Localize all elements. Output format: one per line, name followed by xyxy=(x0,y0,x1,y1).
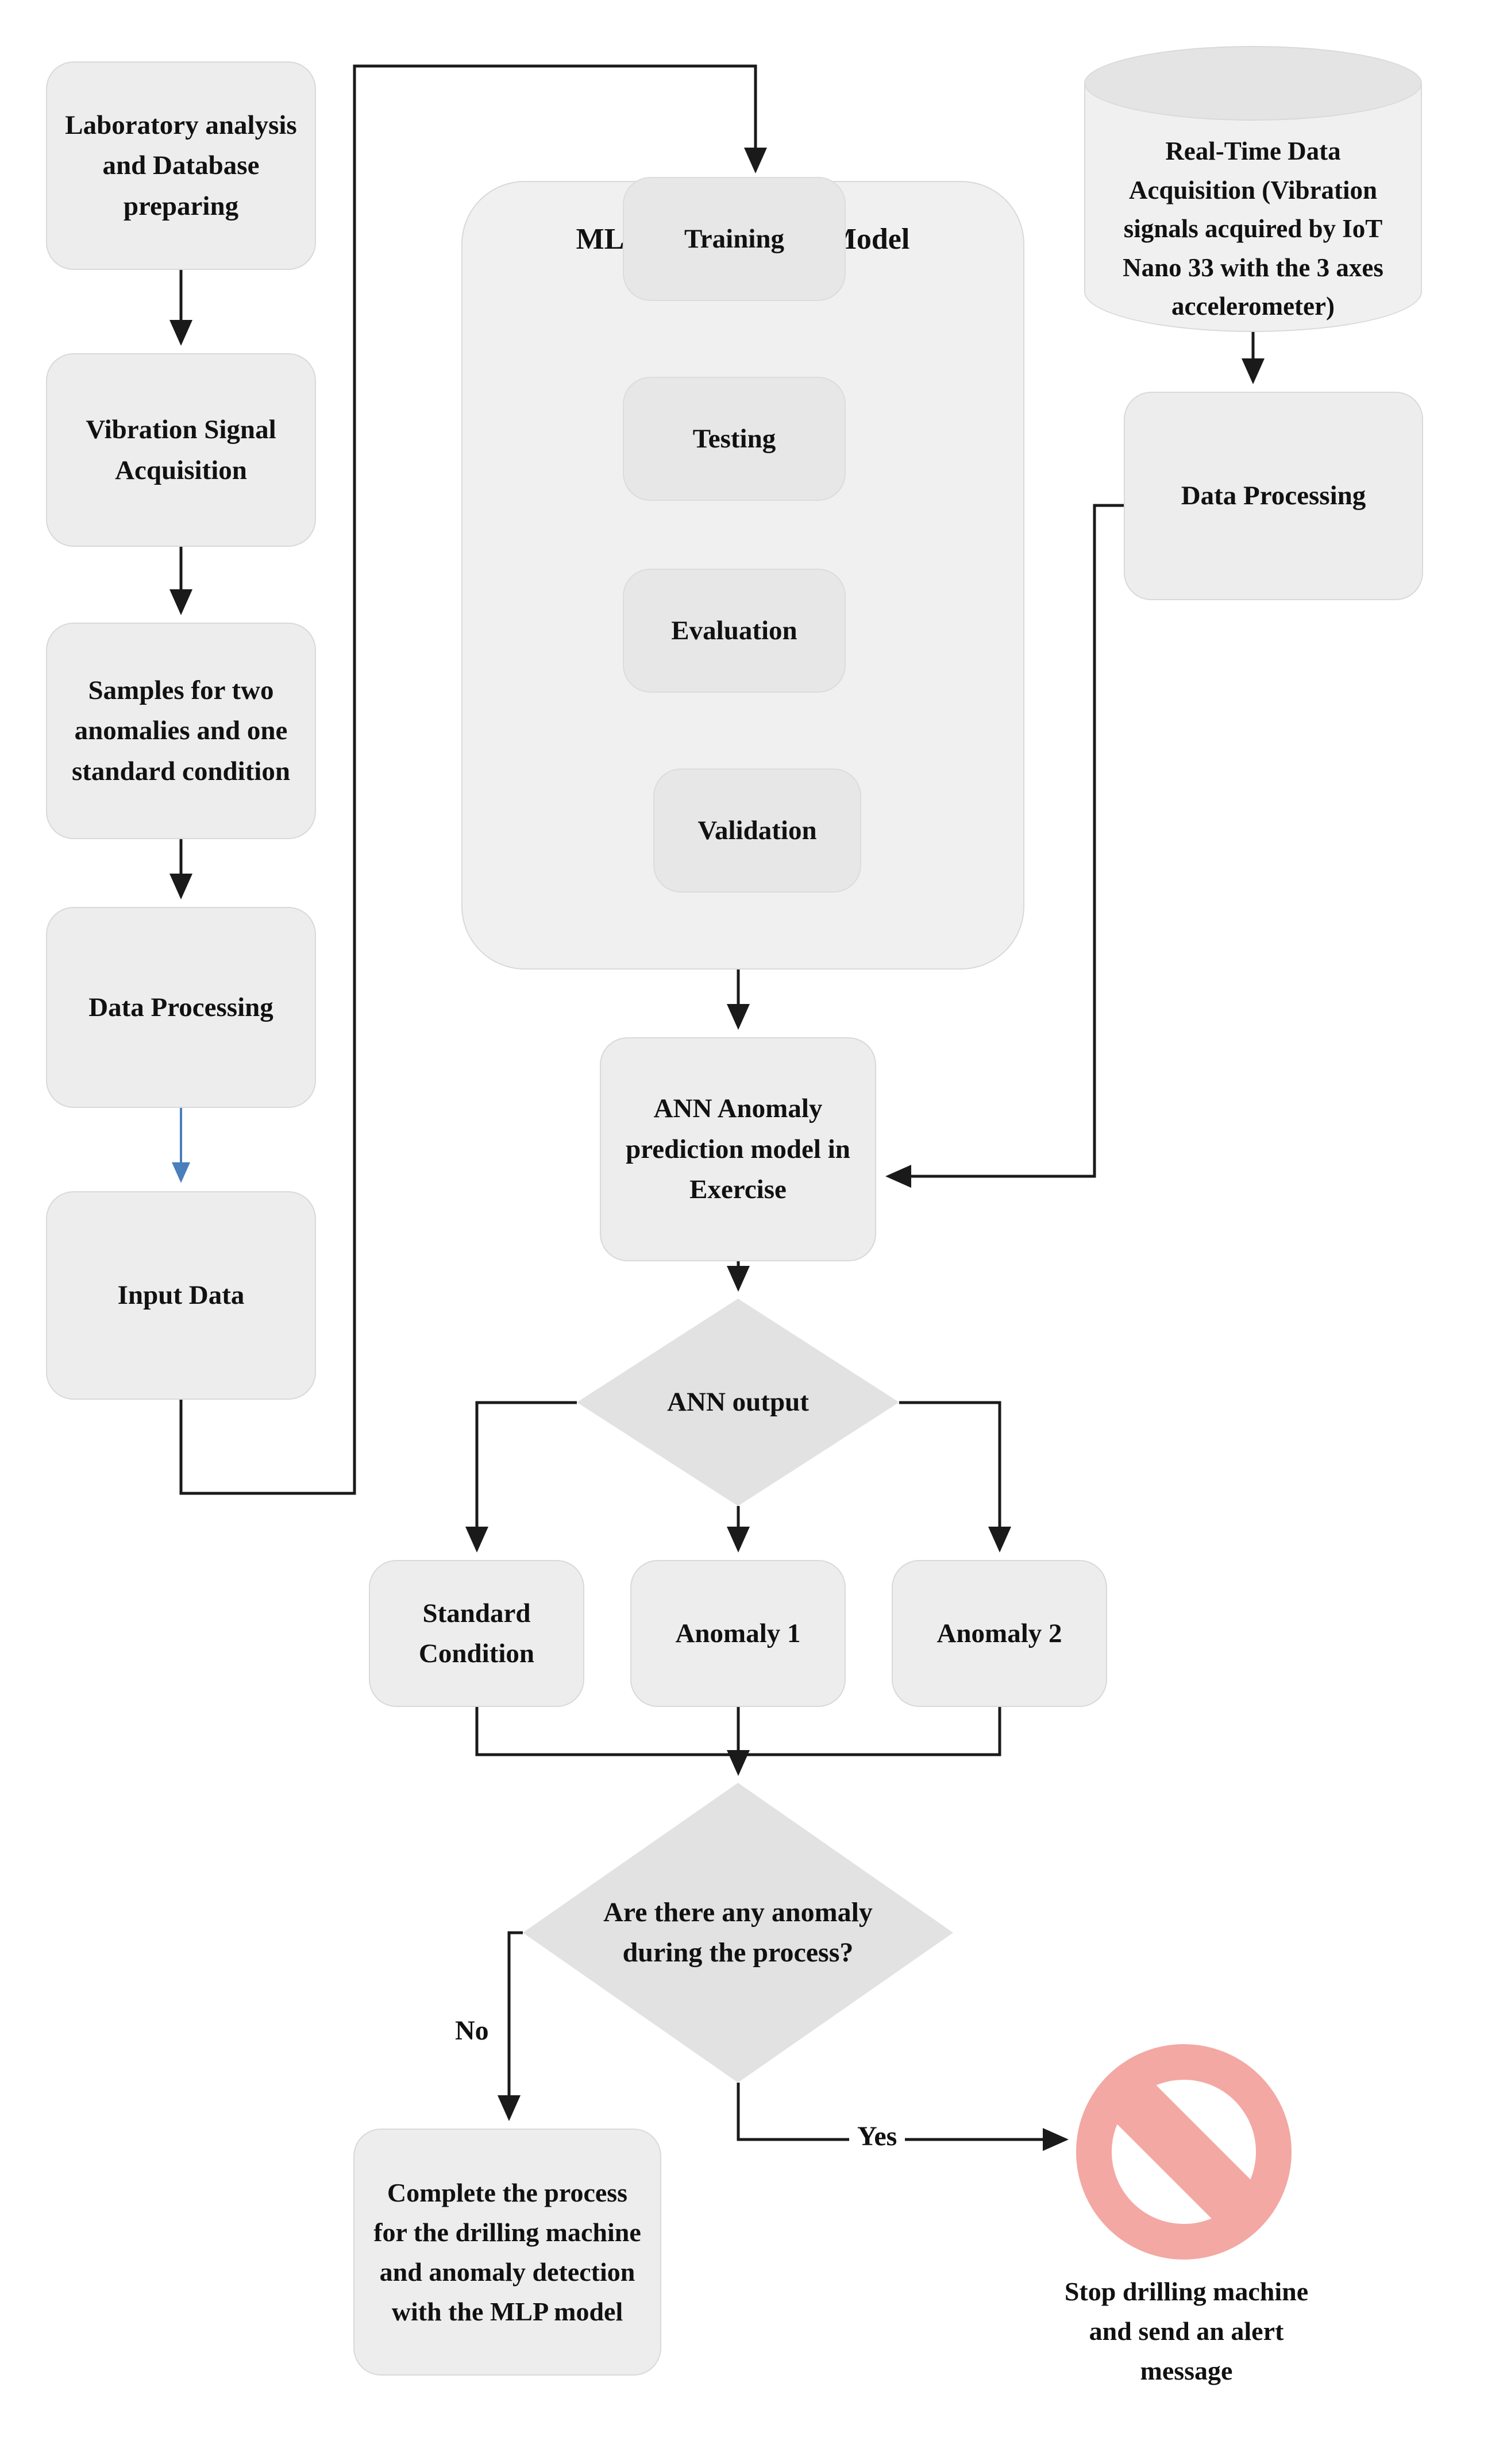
node-anomaly-1: Anomaly 1 xyxy=(630,1560,846,1707)
edge-output-to-standard xyxy=(465,1401,577,1553)
edge-question-no xyxy=(498,1931,523,2122)
node-samples-label: Samples for two anomalies and one standa… xyxy=(71,675,291,786)
stop-prohibition-icon xyxy=(1076,2044,1292,2260)
cylinder-top-ellipse xyxy=(1084,46,1422,121)
node-validation: Validation xyxy=(653,768,861,893)
edge-output-to-anomaly2 xyxy=(899,1401,1011,1553)
node-data-processing-left: Data Processing xyxy=(46,907,316,1108)
node-standard-condition-label: Standard Condition xyxy=(418,1598,535,1669)
node-training-label: Training xyxy=(684,223,785,254)
node-evaluation-label: Evaluation xyxy=(671,615,797,646)
node-anomaly-1-label: Anomaly 1 xyxy=(675,1618,801,1648)
node-data-processing-right-label: Data Processing xyxy=(1181,481,1366,511)
node-realtime-acquisition: Real-Time Data Acquisition (Vibration si… xyxy=(1084,46,1422,332)
decision-ann-output-label: ANN output xyxy=(667,1387,809,1418)
node-ann-model: ANN Anomaly prediction model in Exercise xyxy=(600,1037,876,1261)
node-evaluation: Evaluation xyxy=(623,569,846,693)
node-vibration-acquisition: Vibration Signal Acquisition xyxy=(46,353,316,547)
cylinder-body xyxy=(1084,83,1422,332)
edge-inputdata-to-mlp xyxy=(179,64,767,1495)
node-training: Training xyxy=(623,177,846,301)
node-complete-process: Complete the process for the drilling ma… xyxy=(353,2129,661,2376)
edge-dataprocessing-to-ann xyxy=(885,504,1124,1188)
node-stop-drilling-label: Stop drilling machine and send an alert … xyxy=(1064,2277,1309,2385)
node-input-data-label: Input Data xyxy=(117,1280,245,1311)
node-validation-label: Validation xyxy=(697,815,817,845)
edge-label-yes: Yes xyxy=(849,2123,905,2150)
node-data-processing-right: Data Processing xyxy=(1124,392,1423,600)
node-vibration-acquisition-label: Vibration Signal Acquisition xyxy=(86,415,276,485)
node-complete-process-label: Complete the process for the drilling ma… xyxy=(373,2178,641,2326)
node-samples: Samples for two anomalies and one standa… xyxy=(46,623,316,839)
node-data-processing-left-label: Data Processing xyxy=(88,992,273,1022)
edge-label-no: No xyxy=(447,2017,497,2045)
node-testing: Testing xyxy=(623,377,846,501)
node-testing-label: Testing xyxy=(692,423,776,454)
node-laboratory-analysis: Laboratory analysis and Database prepari… xyxy=(46,61,316,270)
node-standard-condition: Standard Condition xyxy=(369,1560,584,1707)
node-laboratory-analysis-label: Laboratory analysis and Database prepari… xyxy=(65,110,297,221)
node-anomaly-2: Anomaly 2 xyxy=(892,1560,1107,1707)
decision-anomaly-question-label: Are there any anomaly during the process… xyxy=(603,1897,873,1968)
node-realtime-acquisition-label: Real-Time Data Acquisition (Vibration si… xyxy=(1123,137,1383,320)
edge-question-yes xyxy=(737,2083,1069,2151)
node-anomaly-2-label: Anomaly 2 xyxy=(936,1618,1062,1648)
node-input-data: Input Data xyxy=(46,1191,316,1400)
node-ann-model-label: ANN Anomaly prediction model in Exercise xyxy=(626,1094,850,1205)
